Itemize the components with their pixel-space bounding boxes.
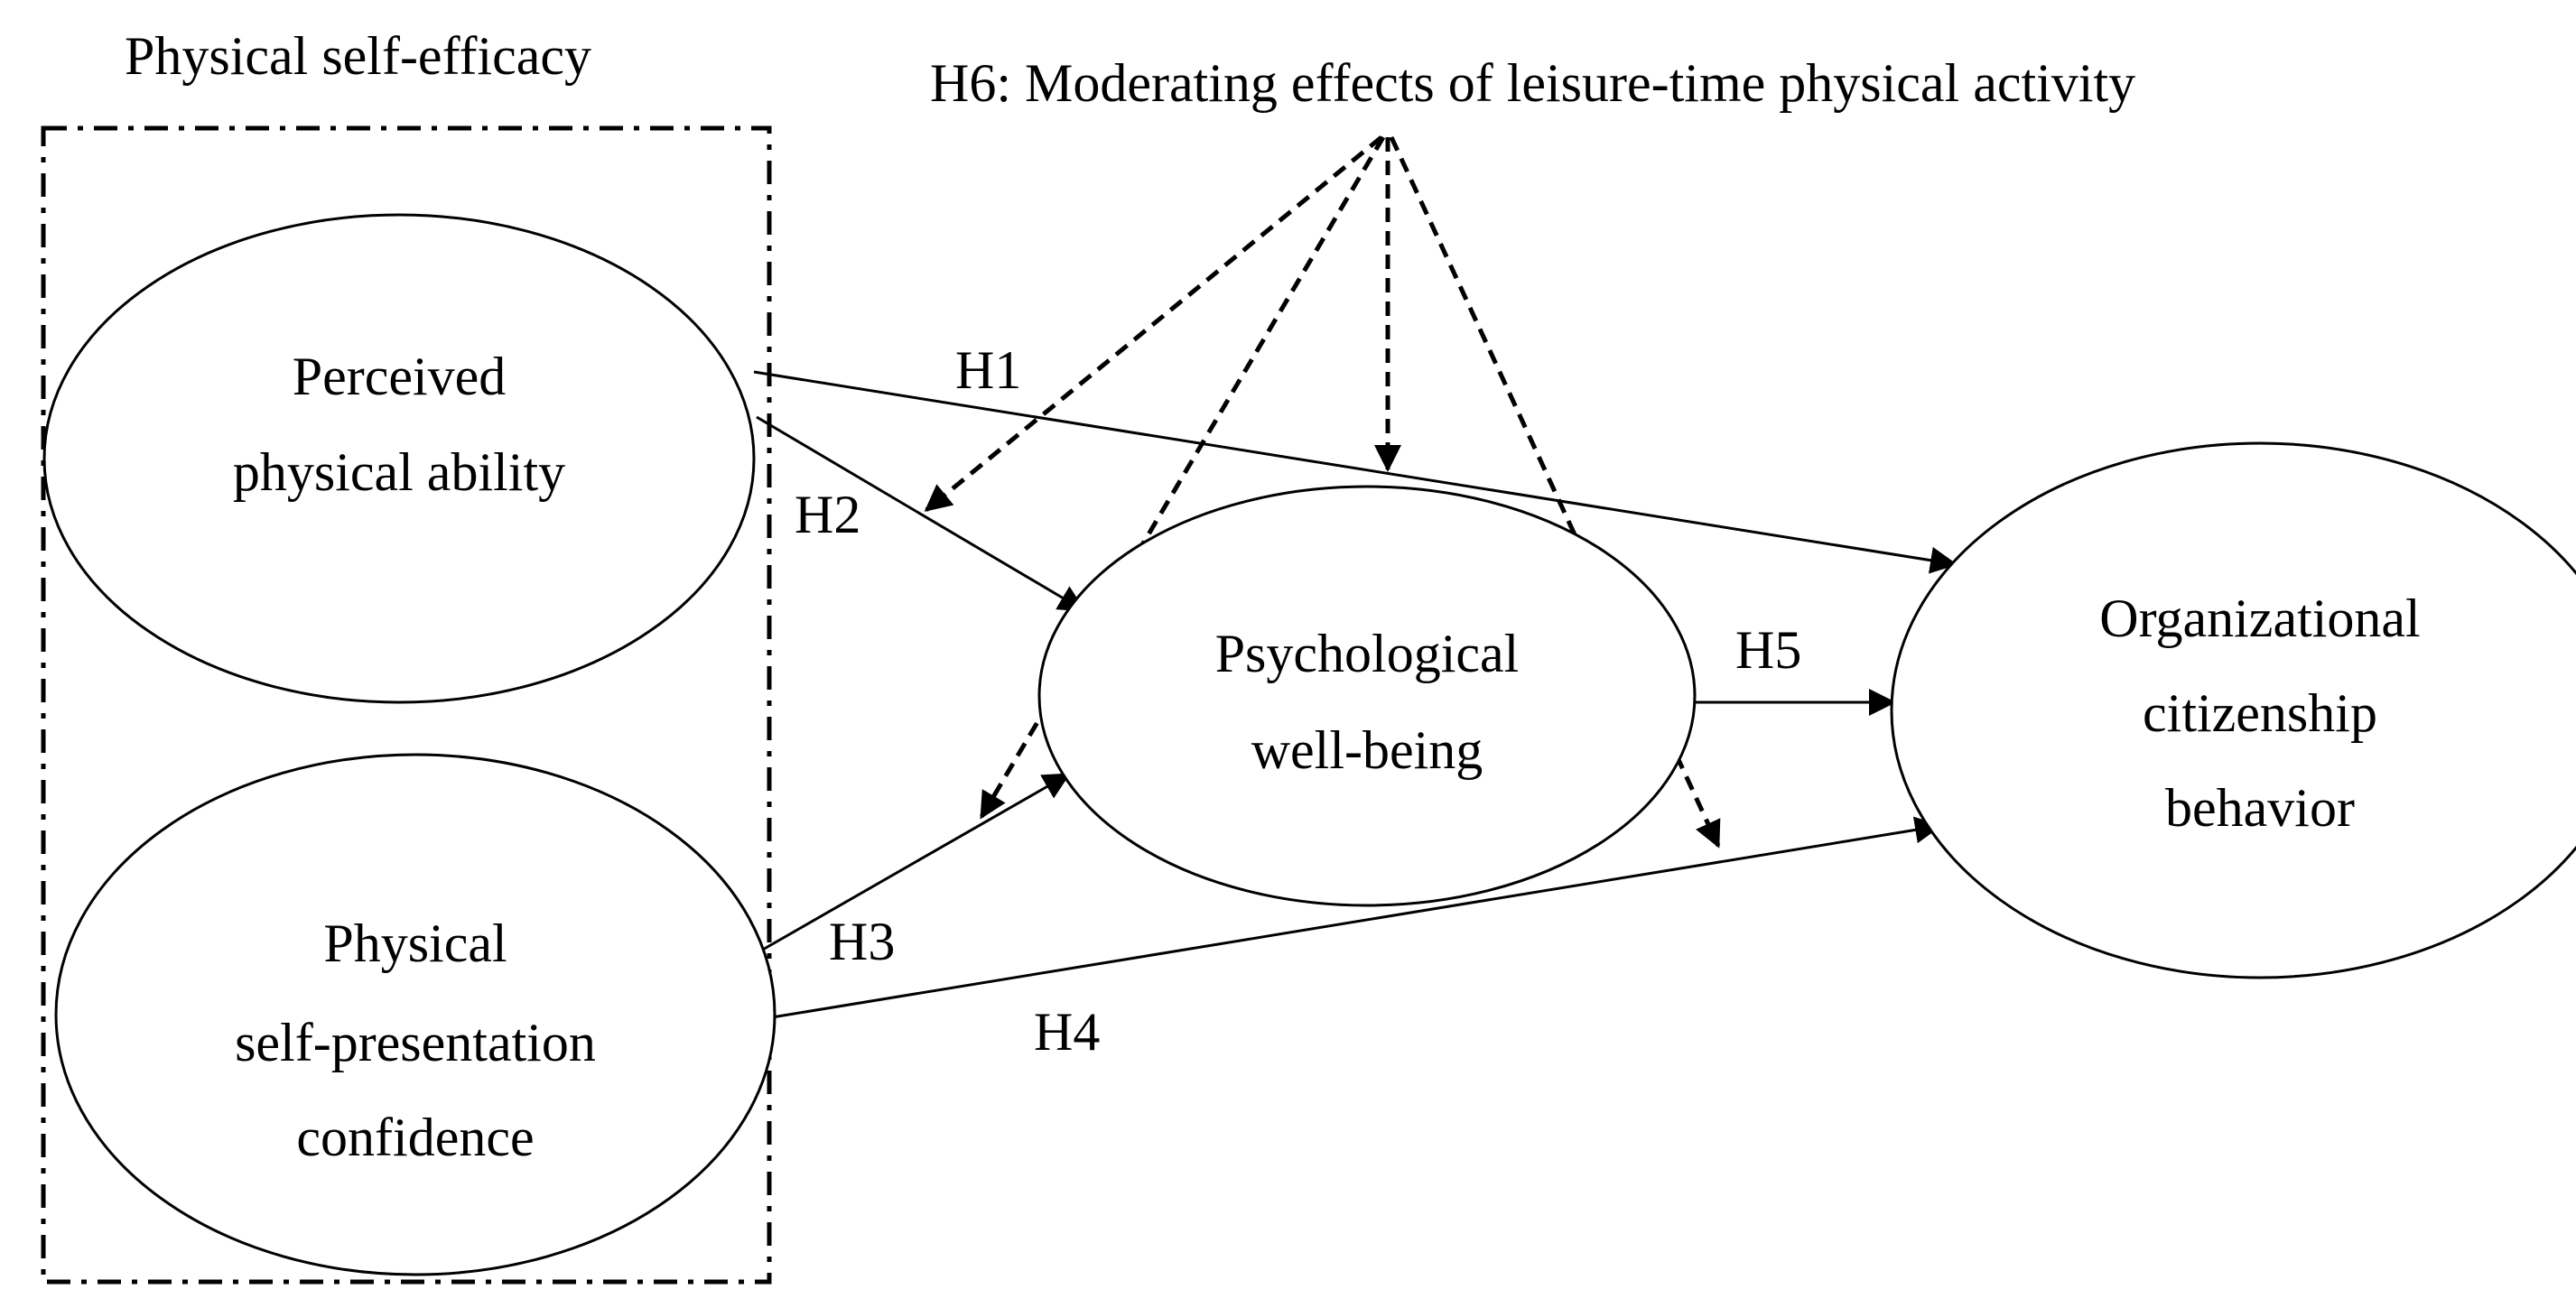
label-h5: H5: [1735, 620, 1801, 680]
node-self-presentation-line1: Physical: [323, 914, 507, 973]
edge-h2: [756, 415, 1086, 612]
label-h1: H1: [955, 340, 1021, 400]
node-perceived-physical-ability-line1: Perceived: [293, 347, 507, 406]
node-self-presentation-line2: self-presentation: [235, 1013, 596, 1072]
group-title: Physical self-efficacy: [125, 26, 591, 86]
physical-self-efficacy-group-box: [41, 125, 772, 1285]
edge-h1: [753, 370, 1958, 574]
moderator-title: H6: Moderating effects of leisure-time p…: [930, 53, 2135, 113]
node-psychological-well-being-line2: well-being: [1251, 720, 1483, 780]
node-psychological-well-being: Psychological well-being: [1037, 485, 1697, 907]
node-perceived-physical-ability-line2: physical ability: [233, 442, 565, 502]
node-perceived-physical-ability: Perceived physical ability: [42, 213, 756, 704]
node-physical-self-presentation-confidence: Physical self-presentation confidence: [54, 753, 777, 1276]
node-ocb-line1: Organizational: [2099, 589, 2420, 648]
moderation-arrow-to-h2: [924, 135, 1383, 512]
node-ocb-line2: citizenship: [2143, 683, 2377, 743]
edge-h4: [771, 816, 1942, 1019]
label-h2: H2: [795, 485, 860, 544]
node-self-presentation-line3: confidence: [296, 1108, 534, 1167]
moderation-arrow-to-h4: [1389, 135, 1721, 849]
label-h3: H3: [829, 912, 895, 971]
node-psychological-well-being-line1: Psychological: [1215, 624, 1520, 683]
node-organizational-citizenship-behavior: Organizational citizenship behavior: [1890, 441, 2576, 979]
node-ocb-line3: behavior: [2165, 778, 2355, 838]
edge-h3: [760, 773, 1071, 952]
label-h4: H4: [1034, 1002, 1100, 1062]
